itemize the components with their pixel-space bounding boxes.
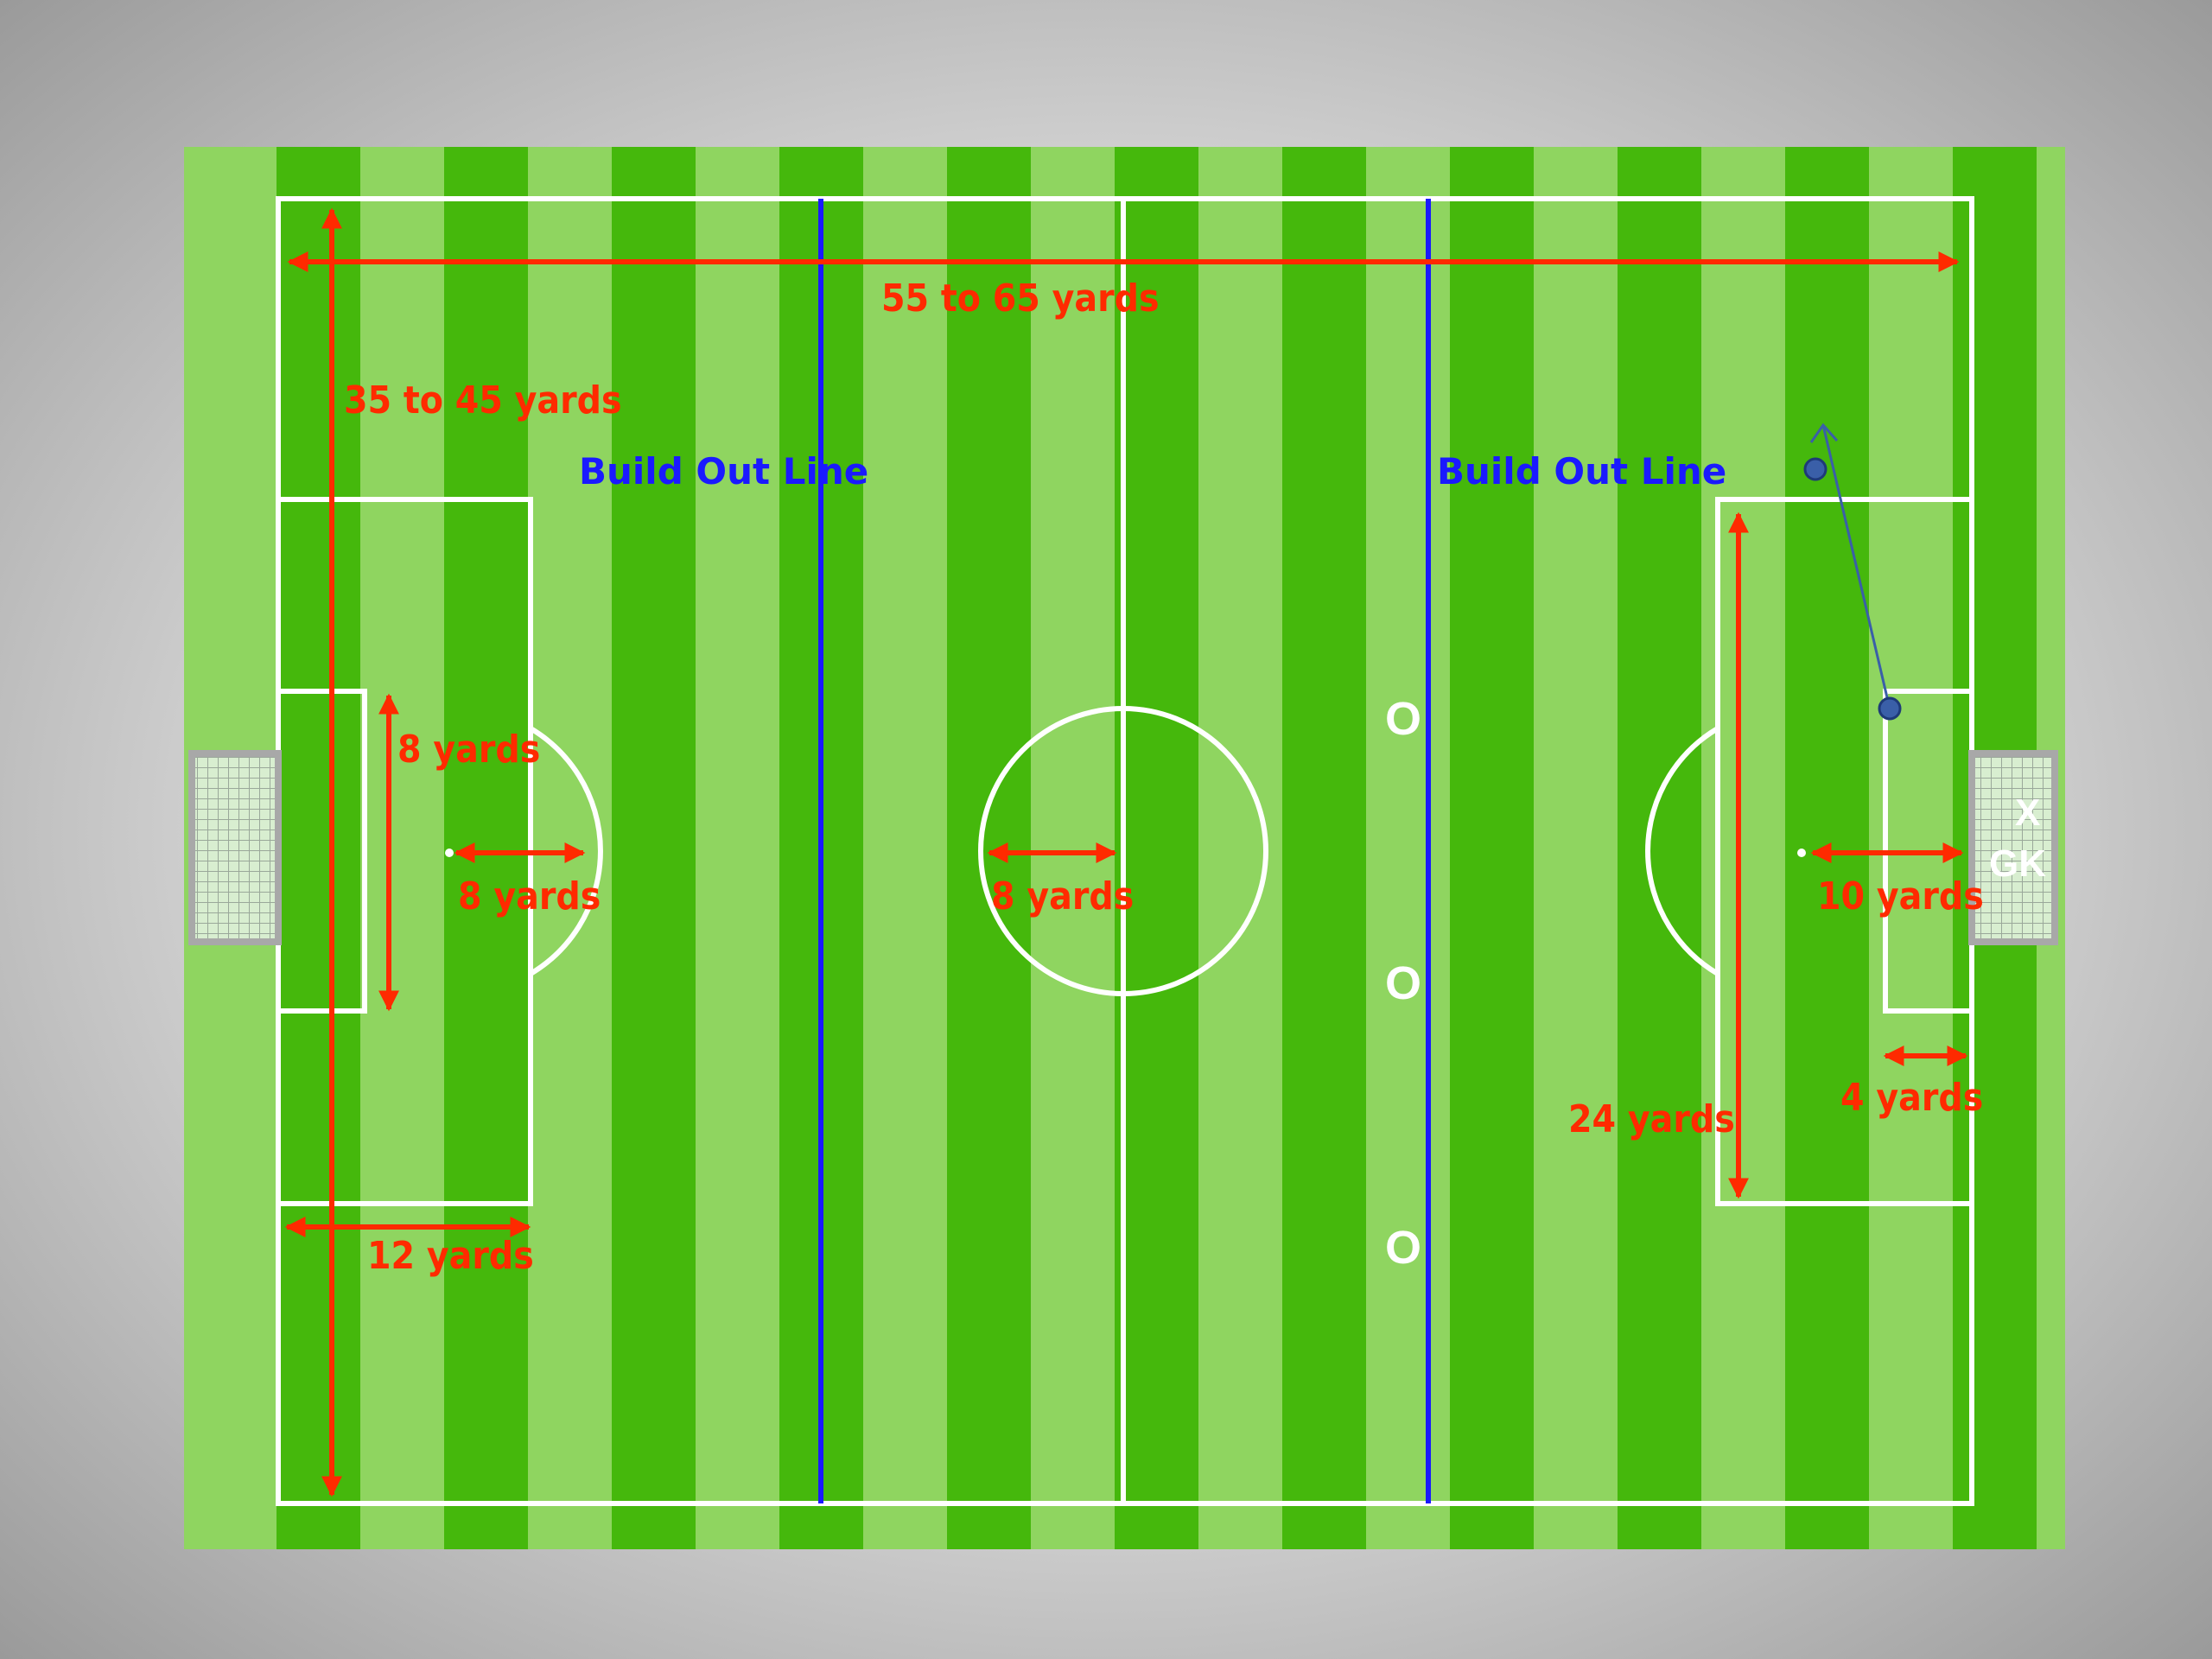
grass-stripe (1785, 147, 1869, 1549)
center-circle (978, 706, 1268, 996)
grass-stripe (1450, 147, 1534, 1549)
defender-marker: O (1385, 693, 1421, 745)
attacker-marker: X (2015, 791, 2040, 834)
grass-stripe (1618, 147, 1701, 1549)
grass-stripe (1282, 147, 1366, 1549)
left-penalty-spot (445, 849, 454, 857)
measurement-arrows (284, 207, 1968, 1497)
grass-stripe (947, 147, 1031, 1549)
pass-arrowhead (1809, 423, 1839, 443)
grass-stripe (612, 147, 696, 1549)
defender-marker: O (1385, 1222, 1421, 1274)
goalkeeper-label: GK (1989, 842, 2046, 885)
right-penalty-arc (1645, 726, 1719, 976)
grass-stripe (1115, 147, 1198, 1549)
right-goal (1968, 750, 2058, 945)
length-label: 35 to 45 yards (344, 378, 622, 423)
goal-area-width-label: 8 yards (397, 728, 540, 772)
penalty-mark-right-label: 10 yards (1817, 874, 1984, 918)
grass-stripe (276, 147, 360, 1549)
defender-marker: O (1385, 957, 1421, 1009)
build-out-line-left-label: Build Out Line (579, 450, 868, 493)
pass-arrow (1821, 424, 1891, 709)
penalty-mark-left-label: 8 yards (458, 874, 601, 918)
penalty-area-depth-label: 12 yards (367, 1234, 534, 1278)
penalty-area-width-label: 24 yards (1568, 1097, 1735, 1141)
left-goal (188, 750, 282, 945)
left-penalty-arc (529, 726, 603, 976)
grass-stripe (444, 147, 528, 1549)
right-penalty-spot (1797, 849, 1806, 857)
width-label: 55 to 65 yards (881, 276, 1160, 321)
build-out-line-right-label: Build Out Line (1437, 450, 1726, 493)
ball-start (1878, 696, 1902, 721)
ball-target (1803, 457, 1827, 481)
center-circle-label: 8 yards (991, 874, 1134, 918)
goal-area-depth-label: 4 yards (1840, 1076, 1983, 1120)
